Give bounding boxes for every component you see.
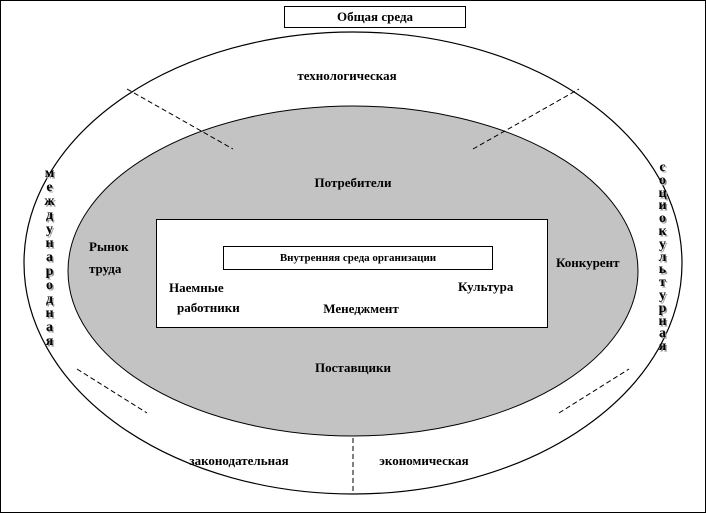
middle-label-suppliers: Поставщики xyxy=(315,360,391,375)
middle-label-labor-market-line1: Рынок xyxy=(89,239,129,254)
inner-label-culture: Культура xyxy=(458,279,514,294)
inner-rectangle xyxy=(156,219,548,328)
inner-environment-box: Внутренняя среда организации xyxy=(223,246,493,270)
inner-environment-label: Внутренняя среда организации xyxy=(279,252,437,264)
middle-label-consumers: Потребители xyxy=(314,175,392,190)
divider-top-left xyxy=(126,88,234,150)
inner-label-management: Менеджмент xyxy=(323,301,399,316)
outer-label-international-vertical: международная xyxy=(44,166,55,349)
outer-label-legislative: законодательная xyxy=(189,453,289,468)
middle-label-labor-market-line2: труда xyxy=(89,261,122,276)
title-box-label: Общая среда xyxy=(336,9,414,24)
outer-label-sociocultural-vertical: социокультурная xyxy=(658,160,667,355)
middle-label-competitor: Конкурент xyxy=(556,255,620,270)
inner-label-hired-workers-line2: работники xyxy=(177,300,240,315)
inner-label-hired-workers-line1: Наемные xyxy=(169,280,224,295)
title-box: Общая среда xyxy=(284,6,466,28)
outer-label-technological: технологическая xyxy=(297,68,397,83)
divider-bottom-right xyxy=(558,368,630,414)
divider-bottom-left xyxy=(76,368,148,414)
divider-top-right xyxy=(472,88,580,150)
outer-label-economic: экономическая xyxy=(379,453,469,468)
